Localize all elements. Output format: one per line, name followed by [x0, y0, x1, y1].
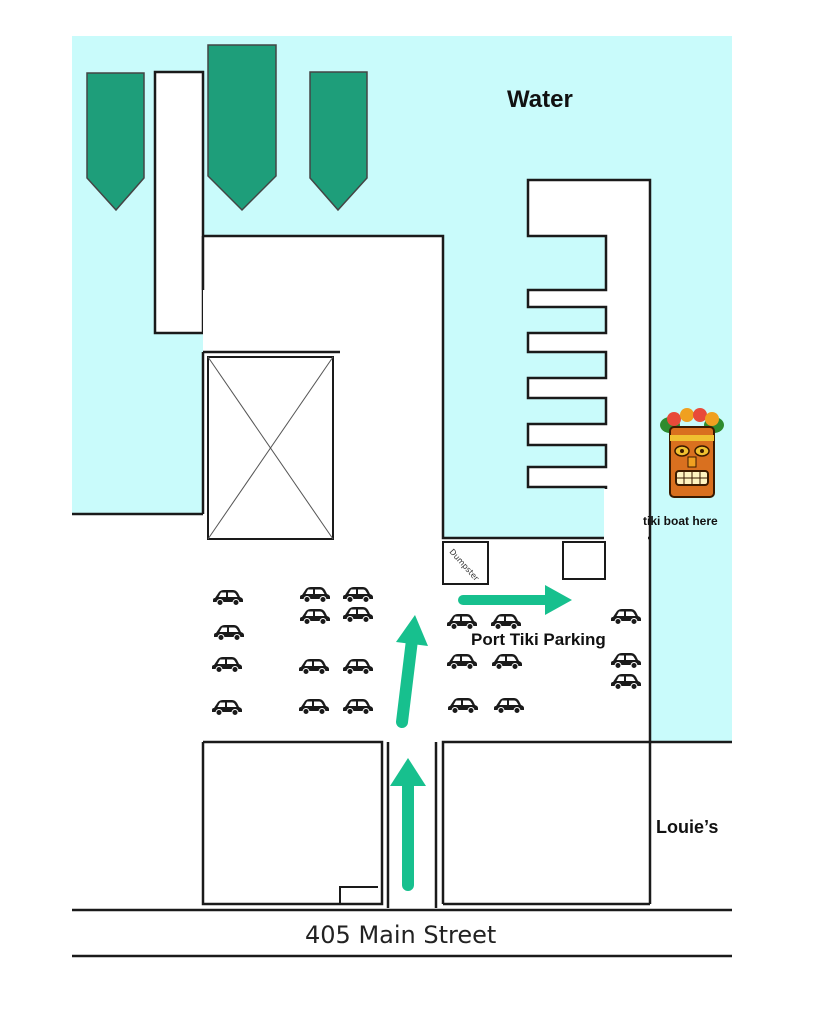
boat-icon [309, 71, 368, 212]
lower-left-building [201, 740, 390, 908]
direction-arrows [390, 585, 572, 891]
car-icon [492, 654, 522, 670]
car-icon [343, 607, 373, 623]
car-icon [300, 587, 330, 603]
car-icon [448, 698, 478, 714]
arrow-diagonal-icon [396, 615, 428, 728]
building-structure [201, 350, 340, 540]
car-icon [299, 699, 329, 715]
water-label: Water [507, 86, 573, 113]
tiki-mask-icon [660, 408, 724, 498]
small-shed [562, 541, 606, 580]
car-icon [494, 698, 524, 714]
car-icon [214, 625, 244, 641]
car-icon [491, 614, 521, 630]
comb-dock [526, 178, 652, 742]
left-pier [153, 70, 205, 335]
car-icon [343, 699, 373, 715]
car-icon [447, 654, 477, 670]
parking-label: Port Tiki Parking [471, 630, 606, 649]
tiki-boat-label: tiki boat here [643, 514, 718, 528]
car-icon [212, 700, 242, 716]
car-icon [611, 609, 641, 625]
dumpster: Dumpster [442, 541, 489, 585]
boat-icon [86, 72, 145, 212]
arrow-up-icon [390, 758, 426, 891]
car-icon [213, 590, 243, 606]
lower-right-building [434, 740, 732, 908]
car-icon [300, 609, 330, 625]
car-icon [611, 653, 641, 669]
car-icon [343, 659, 373, 675]
louies-label: Louie’s [656, 817, 718, 837]
street-label: 405 Main Street [305, 921, 496, 949]
car-icon [343, 587, 373, 603]
boat-icon [207, 44, 277, 212]
car-icon [447, 614, 477, 630]
arrow-right-icon [458, 585, 572, 615]
boats [86, 44, 368, 212]
car-icon [611, 674, 641, 690]
car-icon [212, 657, 242, 673]
car-icon [299, 659, 329, 675]
parked-cars [212, 587, 641, 716]
